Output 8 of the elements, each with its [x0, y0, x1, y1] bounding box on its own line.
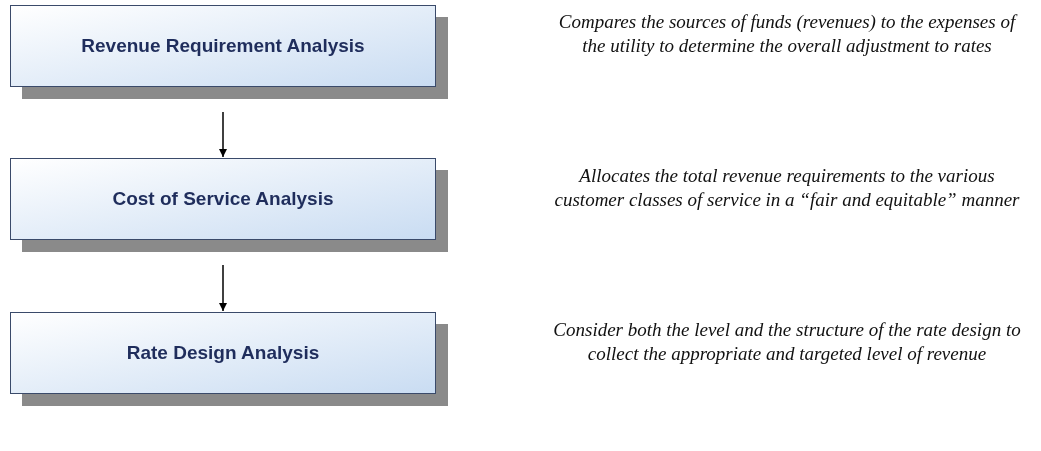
description-text: Consider both the level and the structure of the rate design to collect the appropriate and targeted level of revenue — [552, 318, 1022, 366]
arrow — [219, 111, 227, 158]
description-text: Compares the sources of funds (revenues) to the expenses of the utility to determine the overall adjustment to rates — [557, 10, 1019, 58]
description-text: Allocates the total revenue requirements to the various customer classes of service in a “fair and equitable” manner — [553, 164, 1021, 212]
box-title: Rate Design Analysis — [126, 342, 320, 364]
arrow — [219, 264, 227, 312]
box-title: Cost of Service Analysis — [112, 188, 334, 210]
box-title: Revenue Requirement Analysis — [81, 35, 365, 57]
